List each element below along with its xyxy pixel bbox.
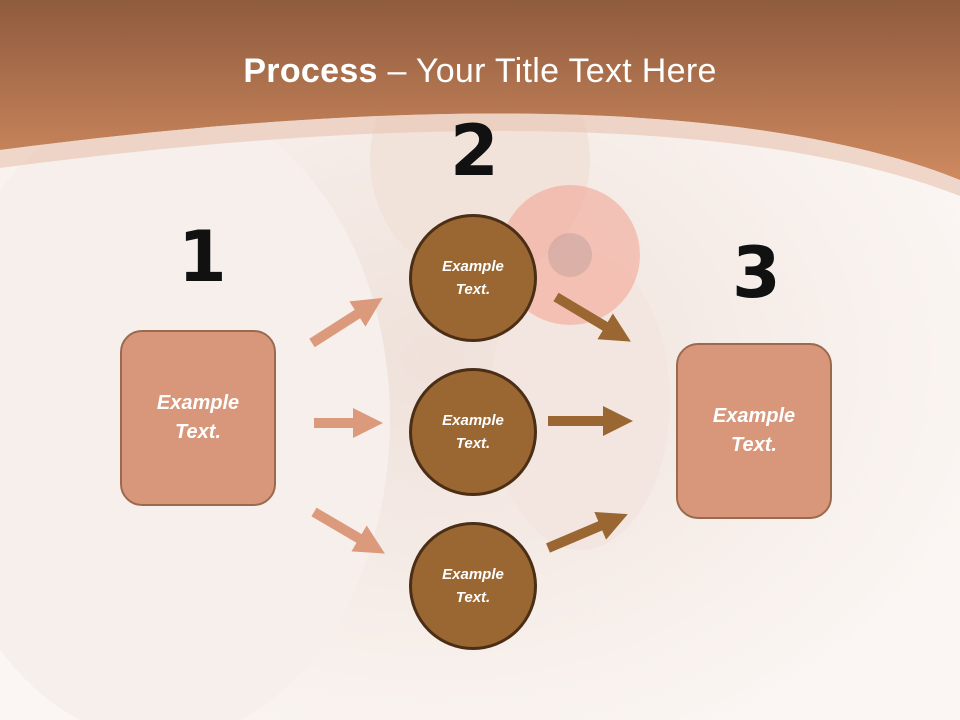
step-number-1: 1 (178, 216, 227, 298)
step-3-label-line1: Example (712, 405, 796, 427)
title-bold: Process (243, 52, 378, 90)
circle-top-label-line1: Example (442, 258, 504, 275)
circle-bottom-label-line2: Text. (455, 589, 491, 606)
arrow-bottom-to-right (546, 512, 628, 553)
step-number-3: 3 (732, 232, 781, 314)
step-1-box[interactable]: Example Text. (120, 330, 276, 506)
circle-top-label-line2: Text. (455, 281, 491, 298)
arrow-left-to-bottom (311, 507, 385, 554)
step-1-label-line1: Example (156, 392, 240, 414)
circle-middle-label-line1: Example (442, 412, 504, 429)
step-3-label-line2: Text. (731, 434, 777, 456)
slide-title: Process – Your Title Text Here (0, 52, 960, 91)
title-rest: – Your Title Text Here (377, 52, 717, 90)
step-number-2: 2 (450, 110, 499, 192)
arrow-left-to-top (309, 297, 383, 348)
step-3-box[interactable]: Example Text. (676, 343, 832, 519)
step-2-circle-middle[interactable]: Example Text. (409, 368, 537, 496)
arrow-top-to-right (553, 292, 631, 342)
step-2-circle-top[interactable]: Example Text. (409, 214, 537, 342)
circle-bottom-label-line1: Example (442, 566, 504, 583)
step-2-circle-bottom[interactable]: Example Text. (409, 522, 537, 650)
banner-swoosh (0, 113, 960, 196)
circle-middle-label-line2: Text. (455, 435, 491, 452)
step-1-label-line2: Text. (175, 421, 221, 443)
title-banner (0, 0, 960, 180)
